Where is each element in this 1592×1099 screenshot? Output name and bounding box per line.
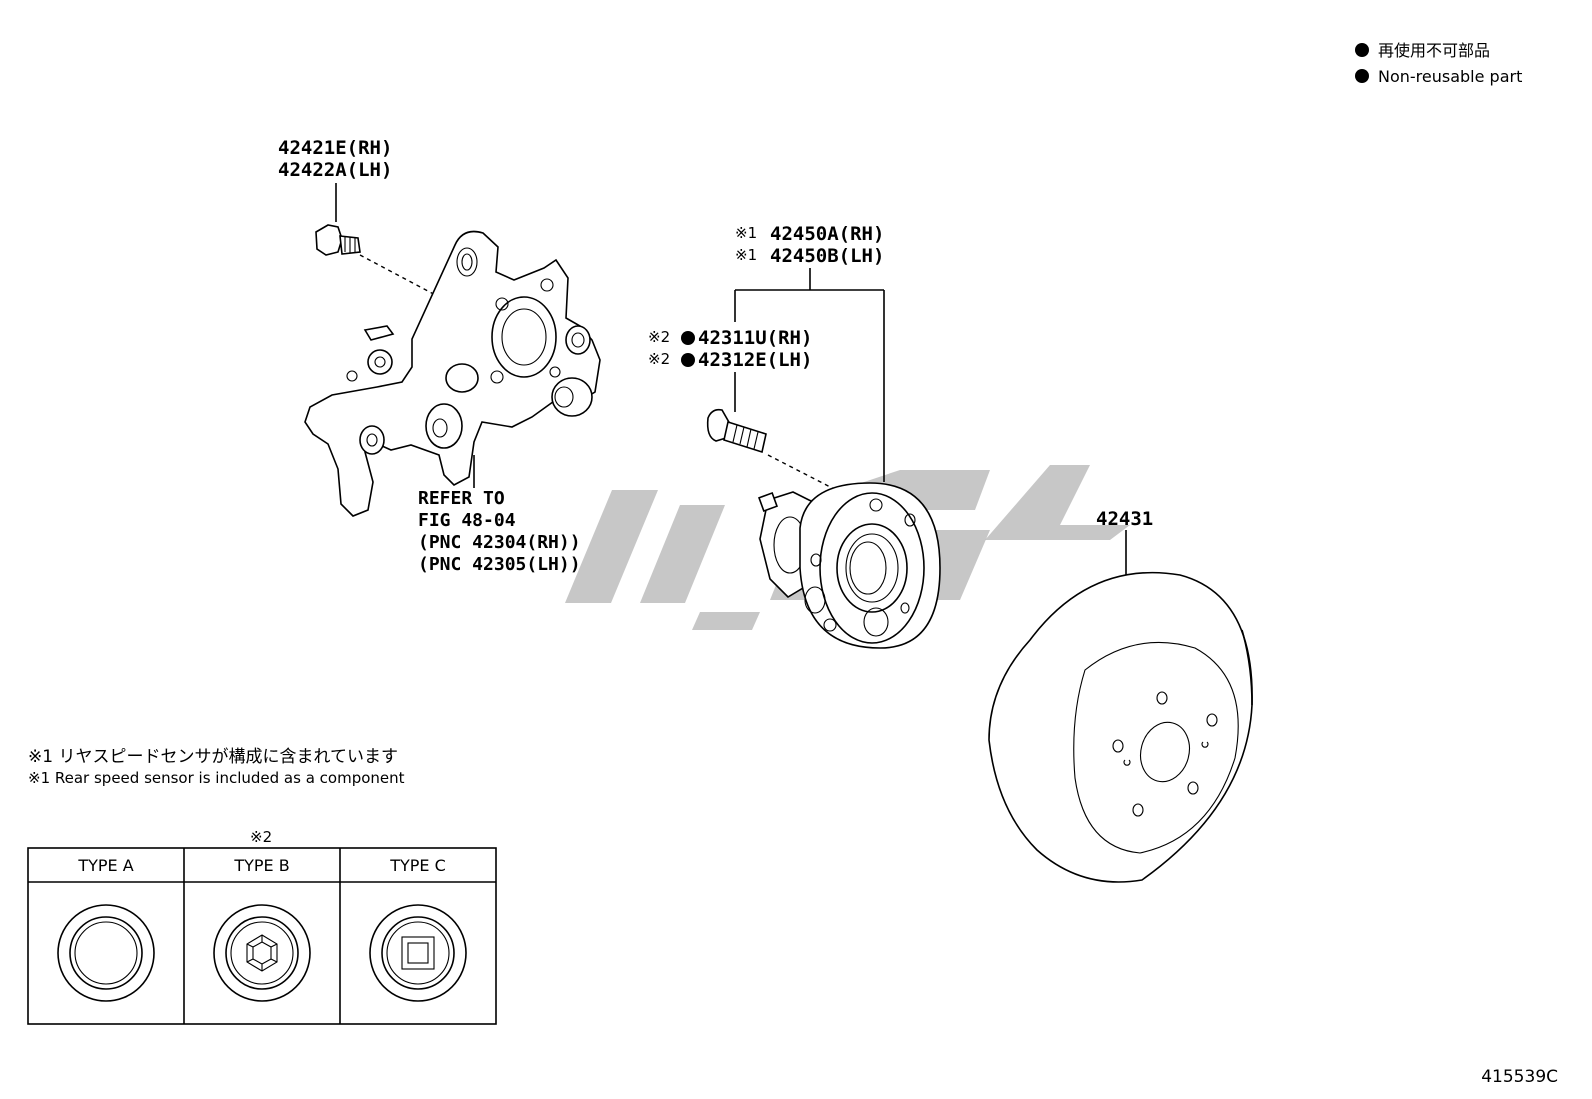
hub-bolt	[706, 408, 841, 493]
bullet-icon	[1355, 69, 1369, 83]
type-a-header: TYPE A	[77, 856, 133, 875]
callout-stud-rh[interactable]: 42311U(RH)	[698, 327, 812, 349]
callout-knuckle-bolt[interactable]: 42421E(RH) 42422A(LH)	[278, 137, 392, 222]
legend-en: Non-reusable part	[1378, 67, 1522, 86]
non-reusable-icon	[681, 353, 695, 367]
refer-line-4[interactable]: (PNC 42305(LH))	[418, 554, 581, 575]
knuckle-bolt	[315, 224, 461, 309]
non-reusable-icon	[681, 331, 695, 345]
type-b-bolt-head	[213, 904, 311, 1002]
callout-hub-bolt[interactable]: ※2 42311U(RH) ※2 42312E(LH)	[648, 327, 812, 412]
callout-hub-rh[interactable]: 42450A(RH)	[770, 223, 884, 245]
callout-disc-number[interactable]: 42431	[1096, 508, 1153, 530]
legend: 再使用不可部品 Non-reusable part	[1355, 41, 1522, 86]
callout-hub-bearing[interactable]: ※1 42450A(RH) ※1 42450B(LH)	[734, 223, 885, 482]
callout-disc[interactable]: 42431	[1096, 508, 1153, 575]
stud-mark-lh: ※2	[648, 350, 670, 368]
rear-disc	[988, 571, 1253, 883]
hub-mark-lh: ※1	[735, 246, 757, 264]
stud-mark-rh: ※2	[648, 328, 670, 346]
rear-axle-knuckle	[304, 230, 601, 517]
figure-id: 415539C	[1481, 1067, 1558, 1087]
callout-bolt-rh[interactable]: 42421E(RH)	[278, 137, 392, 159]
callout-stud-lh[interactable]: 42312E(LH)	[698, 349, 812, 371]
callout-bolt-lh[interactable]: 42422A(LH)	[278, 159, 392, 181]
notes: ※1 リヤスピードセンサが構成に含まれています ※1 Rear speed se…	[28, 747, 405, 787]
note-jp: ※1 リヤスピードセンサが構成に含まれています	[28, 747, 398, 767]
callout-hub-lh[interactable]: 42450B(LH)	[770, 245, 884, 267]
hub-mark-rh: ※1	[735, 224, 757, 242]
type-a-bolt-head	[57, 904, 155, 1002]
legend-jp: 再使用不可部品	[1378, 41, 1490, 60]
refer-note[interactable]: REFER TO FIG 48-04 (PNC 42304(RH)) (PNC …	[418, 455, 581, 575]
type-b-header: TYPE B	[233, 856, 289, 875]
refer-line-2[interactable]: FIG 48-04	[418, 510, 516, 531]
refer-line-3[interactable]: (PNC 42304(RH))	[418, 532, 581, 553]
note-en: ※1 Rear speed sensor is included as a co…	[28, 769, 405, 787]
rear-axle-hub-bearing	[758, 482, 941, 649]
bullet-icon	[1355, 43, 1369, 57]
refer-line-1[interactable]: REFER TO	[418, 488, 505, 509]
type-table-mark: ※2	[250, 828, 272, 846]
type-c-header: TYPE C	[389, 856, 446, 875]
type-c-bolt-head	[369, 904, 467, 1002]
type-table: ※2 TYPE A TYPE B TYPE C	[27, 828, 497, 1025]
